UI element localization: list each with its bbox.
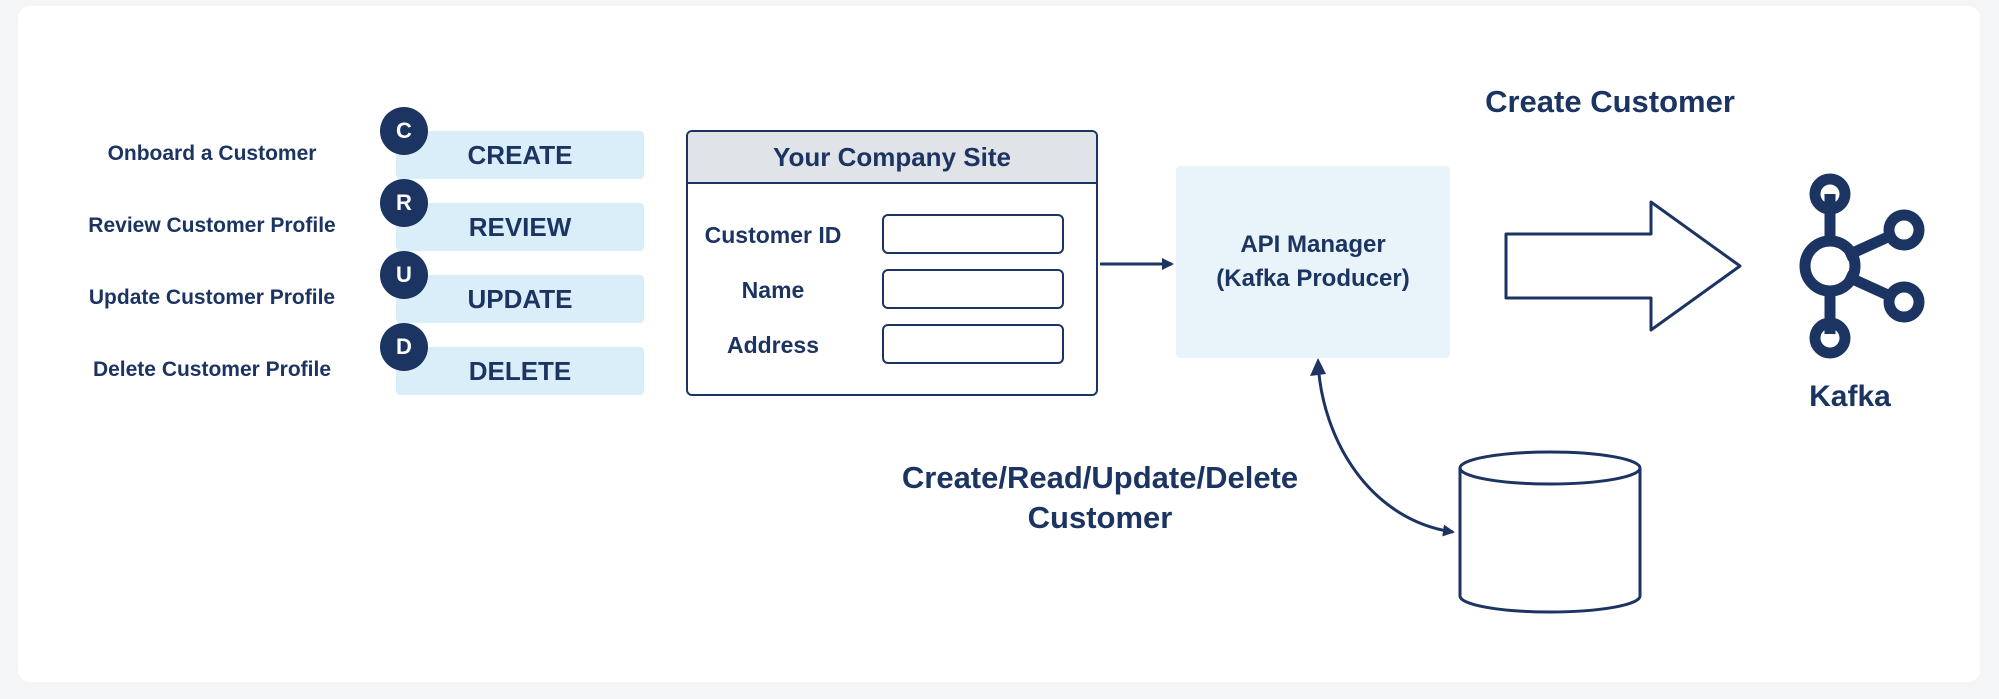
update-button[interactable]: UPDATE [396,275,644,323]
operation-label-create: Onboard a Customer [107,142,317,165]
database-label-line2: (Customer [1495,535,1601,558]
operation-label-delete: Delete Customer Profile [92,358,332,381]
name-label: Name [741,277,805,303]
delete-button[interactable]: DELETE [396,347,644,395]
name-field[interactable] [882,269,1064,309]
create-customer-title: Create Customer [1485,84,1735,119]
database-label-line3: Table) [1517,565,1579,588]
create-button[interactable]: CREATE [396,131,644,179]
company-site-title: Your Company Site [688,132,1096,184]
database-label: Database (Customer Table) [1456,502,1640,592]
customer-id-label: Customer ID [704,222,842,248]
crud-caption-line1: Create/Read/Update/Delete [901,460,1299,495]
customer-id-field[interactable] [882,214,1064,254]
api-manager-subtitle: (Kafka Producer) [1216,265,1410,292]
review-badge: R [380,179,428,227]
database-label-line1: Database [1501,505,1595,528]
operation-label-review: Review Customer Profile [88,214,336,237]
delete-badge: D [380,323,428,371]
crud-caption: Create/Read/Update/Delete Customer [860,458,1340,538]
api-manager-title: API Manager [1240,231,1386,258]
api-manager-box: API Manager (Kafka Producer) [1176,166,1450,358]
crud-caption-line2: Customer [1027,500,1173,535]
update-badge: U [380,251,428,299]
company-site-window: Your Company Site Customer ID Name Addre… [686,130,1098,396]
address-label: Address [726,332,820,358]
operation-label-update: Update Customer Profile [88,286,336,309]
customer-topic-label: Customer Topic [1526,252,1700,278]
review-button[interactable]: REVIEW [396,203,644,251]
create-badge: C [380,107,428,155]
address-field[interactable] [882,324,1064,364]
kafka-label: Kafka [1809,380,1891,413]
